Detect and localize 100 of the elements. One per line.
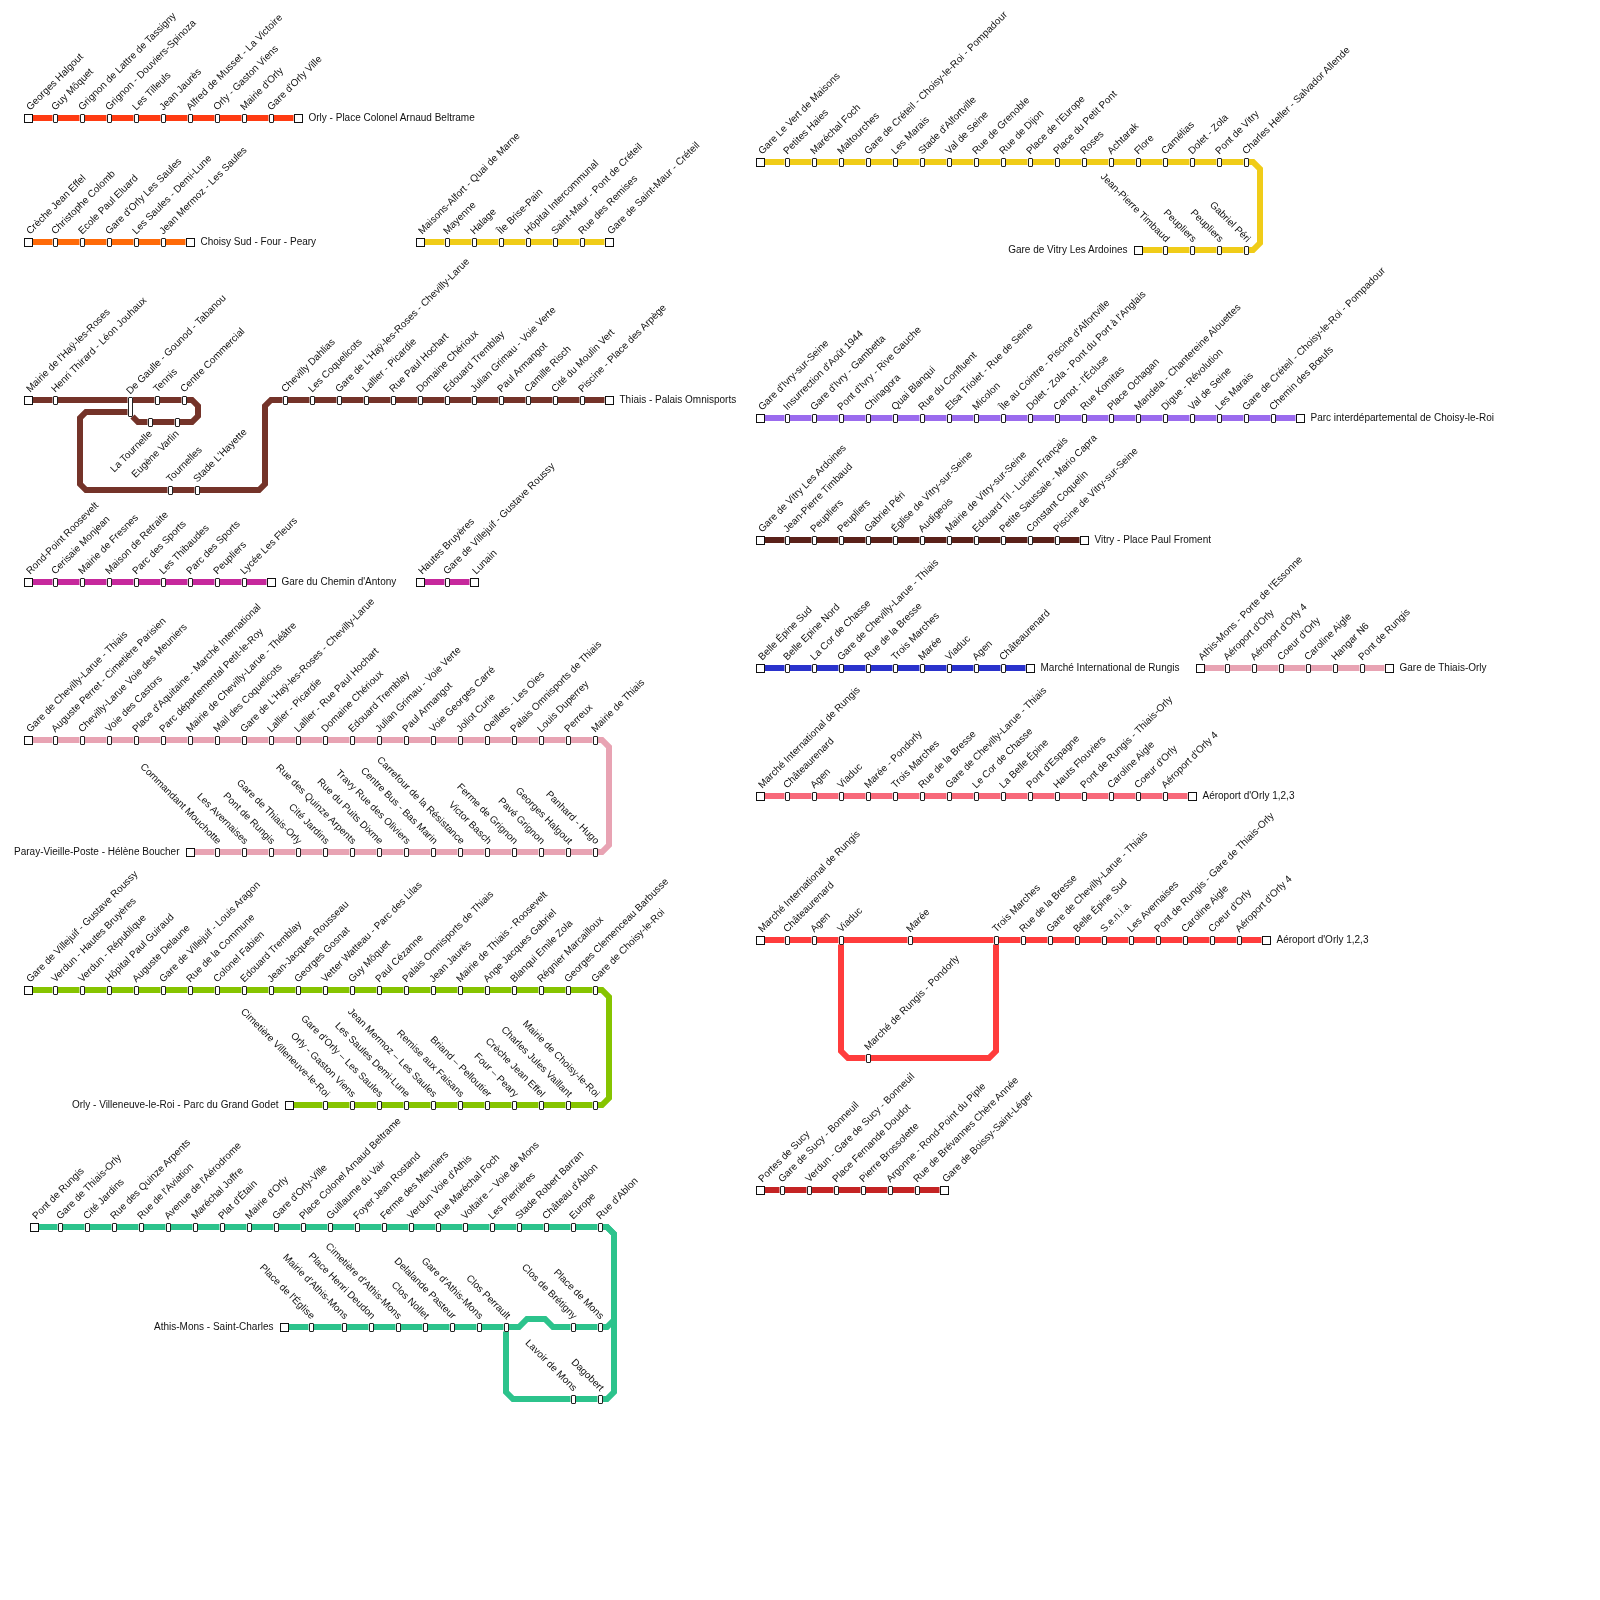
route-line [1005, 793, 1028, 799]
route-line [219, 579, 242, 585]
route-line [978, 537, 1001, 543]
route-line [219, 737, 242, 743]
route-line [273, 849, 296, 855]
route-line [951, 537, 974, 543]
route-line [138, 239, 161, 245]
route-line [246, 737, 269, 743]
route-line [354, 987, 377, 993]
route-line [462, 1102, 485, 1108]
route-line [870, 944, 999, 1061]
route-line [1032, 793, 1055, 799]
route-line [246, 849, 269, 855]
route-line [359, 1224, 382, 1230]
route-line [1275, 415, 1296, 421]
route-line [386, 1224, 409, 1230]
route-line [892, 1187, 915, 1193]
route-line [543, 849, 566, 855]
route-line [584, 397, 605, 403]
route-line [1229, 665, 1252, 671]
route-line [870, 665, 893, 671]
route-line [924, 793, 947, 799]
route-line [246, 579, 267, 585]
route-line [1140, 159, 1163, 165]
route-line [1221, 159, 1244, 165]
route-line [435, 987, 458, 993]
route-line [838, 1187, 861, 1193]
route-line [449, 579, 470, 585]
route-line [764, 1187, 780, 1193]
route-line [332, 1224, 355, 1230]
route-line [838, 944, 866, 1061]
route-line [300, 737, 323, 743]
route-line [924, 537, 947, 543]
route-line [346, 1324, 369, 1330]
route-line [111, 239, 134, 245]
route-line [816, 537, 839, 543]
route-line [784, 1187, 807, 1193]
route-line [1133, 937, 1156, 943]
route-line [305, 1224, 328, 1230]
route-line [764, 415, 785, 421]
station-name: Gare de Thiais-Orly [1399, 662, 1487, 674]
station-name: Orly - Place Colonel Arnaud Beltrame [308, 112, 475, 124]
route-line [77, 409, 168, 493]
route-line [354, 737, 377, 743]
route-line [870, 159, 893, 165]
route-line [870, 793, 893, 799]
route-line [1086, 159, 1109, 165]
route-line [789, 537, 812, 543]
route-line [251, 1224, 274, 1230]
route-line [816, 937, 839, 943]
route-line [57, 579, 80, 585]
route-line [764, 159, 785, 165]
route-line [924, 665, 947, 671]
route-line [489, 987, 512, 993]
route-line [516, 849, 539, 855]
route-line [489, 1102, 512, 1108]
route-line [246, 115, 269, 121]
route-line [481, 1324, 504, 1330]
route-line [1248, 159, 1263, 253]
station-name: Vitry - Place Paul Froment [1094, 534, 1212, 546]
route-line [170, 1224, 193, 1230]
route-line [462, 737, 485, 743]
route-line [194, 849, 215, 855]
route-line [998, 937, 1021, 943]
route-line [912, 937, 994, 943]
route-line [843, 415, 866, 421]
route-line [111, 987, 134, 993]
route-line [132, 397, 155, 403]
route-line [789, 159, 812, 165]
route-line [224, 1224, 247, 1230]
route-line [951, 415, 974, 421]
route-line [467, 1224, 490, 1230]
route-line [530, 239, 553, 245]
route-line [381, 1102, 404, 1108]
route-line [978, 159, 1001, 165]
route-line [476, 239, 499, 245]
route-line [1167, 415, 1190, 421]
route-line [32, 115, 53, 121]
route-line [843, 159, 866, 165]
route-line [1194, 159, 1217, 165]
route-line [435, 1102, 458, 1108]
route-line [865, 1187, 888, 1193]
route-line [219, 849, 242, 855]
route-line [1241, 937, 1262, 943]
route-line [327, 987, 350, 993]
route-line [1052, 937, 1075, 943]
route-line [1032, 415, 1055, 421]
route-line [602, 1224, 617, 1402]
route-line [152, 419, 175, 425]
route-line [1167, 159, 1190, 165]
station-name: Gare de Vitry Les Ardoines [1008, 244, 1128, 256]
route-line [300, 849, 323, 855]
route-line [951, 793, 974, 799]
route-line [897, 793, 920, 799]
route-line [424, 239, 445, 245]
route-line [1059, 537, 1080, 543]
route-line [449, 239, 472, 245]
route-line [978, 793, 1001, 799]
route-line [843, 793, 866, 799]
route-line [764, 793, 785, 799]
